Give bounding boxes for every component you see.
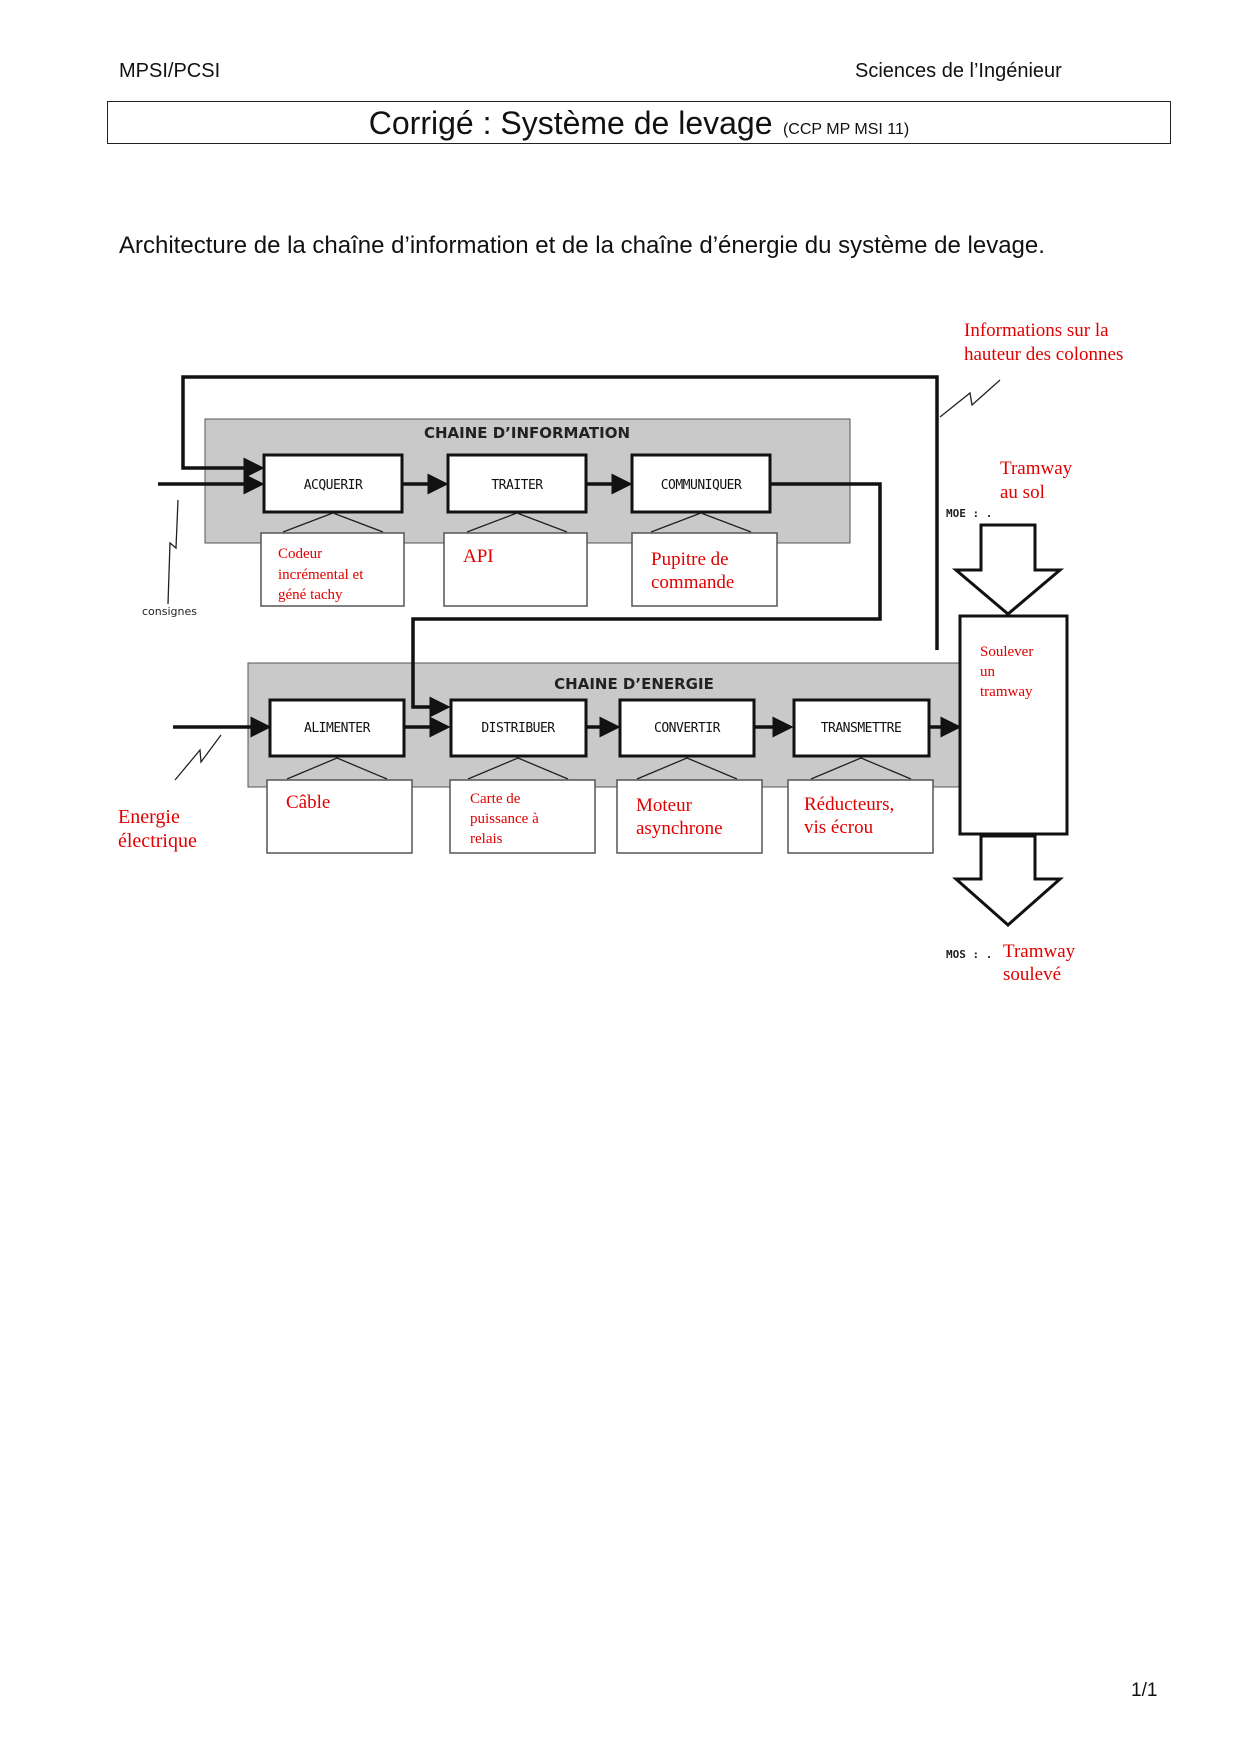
component-cable-box — [266, 779, 413, 854]
component-cable: Câble — [286, 792, 330, 813]
order-wire — [411, 482, 882, 718]
func-acquerir-box — [262, 453, 404, 514]
energy-input-line2: électrique — [118, 830, 197, 852]
component-moteur-line1: Moteur — [636, 795, 693, 816]
energy-input-line1: Energie — [118, 806, 180, 828]
page-subtitle: (CCP MP MSI 11) — [782, 121, 910, 138]
func-transmettre-box — [792, 698, 931, 758]
component-codeur-line3: géné tachy — [278, 587, 343, 603]
func-acquerir: ACQUERIR — [304, 478, 363, 493]
info-chain-title: CHAINE D’INFORMATION — [424, 424, 630, 442]
component-pupitre-line1: Pupitre de — [651, 549, 729, 570]
component-reducteurs-line1: Réducteurs, — [804, 794, 894, 815]
header-left: MPSI/PCSI — [119, 60, 221, 82]
component-pupitre-box — [631, 532, 778, 607]
func-communiquer: COMMUNIQUER — [661, 478, 742, 493]
support-triangle — [466, 512, 568, 533]
func-traiter: TRAITER — [491, 478, 543, 493]
support-triangle — [636, 757, 738, 780]
component-reducteurs-line2: vis écrou — [804, 817, 874, 838]
component-carte-line1: Carte de — [470, 791, 521, 807]
func-distribuer-box — [449, 698, 588, 758]
action-box — [958, 614, 1069, 836]
func-traiter-box — [446, 453, 588, 514]
consignes-label: consignes — [142, 605, 197, 618]
func-convertir: CONVERTIR — [654, 721, 721, 736]
support-triangle — [282, 512, 384, 533]
moe-value-line1: Tramway — [1000, 458, 1073, 479]
energy-chain-title: CHAINE D’ENERGIE — [554, 675, 714, 693]
component-codeur-line1: Codeur — [278, 546, 322, 562]
page-number: 1/1 — [1131, 1680, 1158, 1701]
feedback-wire — [181, 375, 939, 650]
lightning-icon — [167, 499, 179, 605]
func-convertir-box — [618, 698, 756, 758]
action-line1: Soulever — [980, 644, 1033, 660]
component-api: API — [463, 546, 494, 567]
component-codeur-box — [260, 532, 405, 607]
support-triangle — [650, 512, 752, 533]
func-transmettre: TRANSMETTRE — [821, 721, 902, 736]
intro-text: Architecture de la chaîne d’information … — [119, 232, 1045, 259]
moe-arrow — [951, 523, 1065, 616]
mos-value-line1: Tramway — [1003, 941, 1076, 962]
component-moteur-box — [616, 779, 763, 854]
func-communiquer-box — [630, 453, 772, 514]
mos-arrow — [952, 834, 1064, 928]
feedback-info-line2: hauteur des colonnes — [964, 344, 1123, 365]
mos-label: MOS : . — [946, 948, 992, 961]
func-alimenter: ALIMENTER — [304, 721, 371, 736]
component-carte-box — [449, 779, 596, 854]
moe-value-line2: au sol — [1000, 482, 1045, 503]
header-right: Sciences de l’Ingénieur — [855, 60, 1062, 82]
page-title: Corrigé : Système de levage — [368, 105, 773, 141]
component-reducteurs-box — [787, 779, 934, 854]
component-moteur-line2: asynchrone — [636, 818, 723, 839]
mos-value-line2: soulevé — [1003, 964, 1061, 985]
moe-label: MOE : . — [946, 507, 992, 520]
func-alimenter-box — [268, 698, 406, 758]
component-carte-line2: puissance à — [470, 811, 539, 827]
feedback-info-line1: Informations sur la — [964, 320, 1109, 341]
component-carte-line3: relais — [470, 831, 503, 847]
support-triangle — [810, 757, 912, 780]
page-title-box: Corrigé : Système de levage (CCP MP MSI … — [107, 101, 1171, 144]
func-distribuer: DISTRIBUER — [481, 721, 555, 736]
lightning-icon — [939, 379, 1001, 418]
action-line2: un — [980, 664, 996, 680]
component-api-box — [443, 532, 588, 607]
support-triangle — [467, 757, 569, 780]
lightning-icon — [174, 734, 222, 781]
component-codeur-line2: incrémental et — [278, 567, 364, 583]
component-pupitre-line2: commande — [651, 572, 734, 593]
action-line3: tramway — [980, 684, 1033, 700]
support-triangle — [286, 757, 388, 780]
